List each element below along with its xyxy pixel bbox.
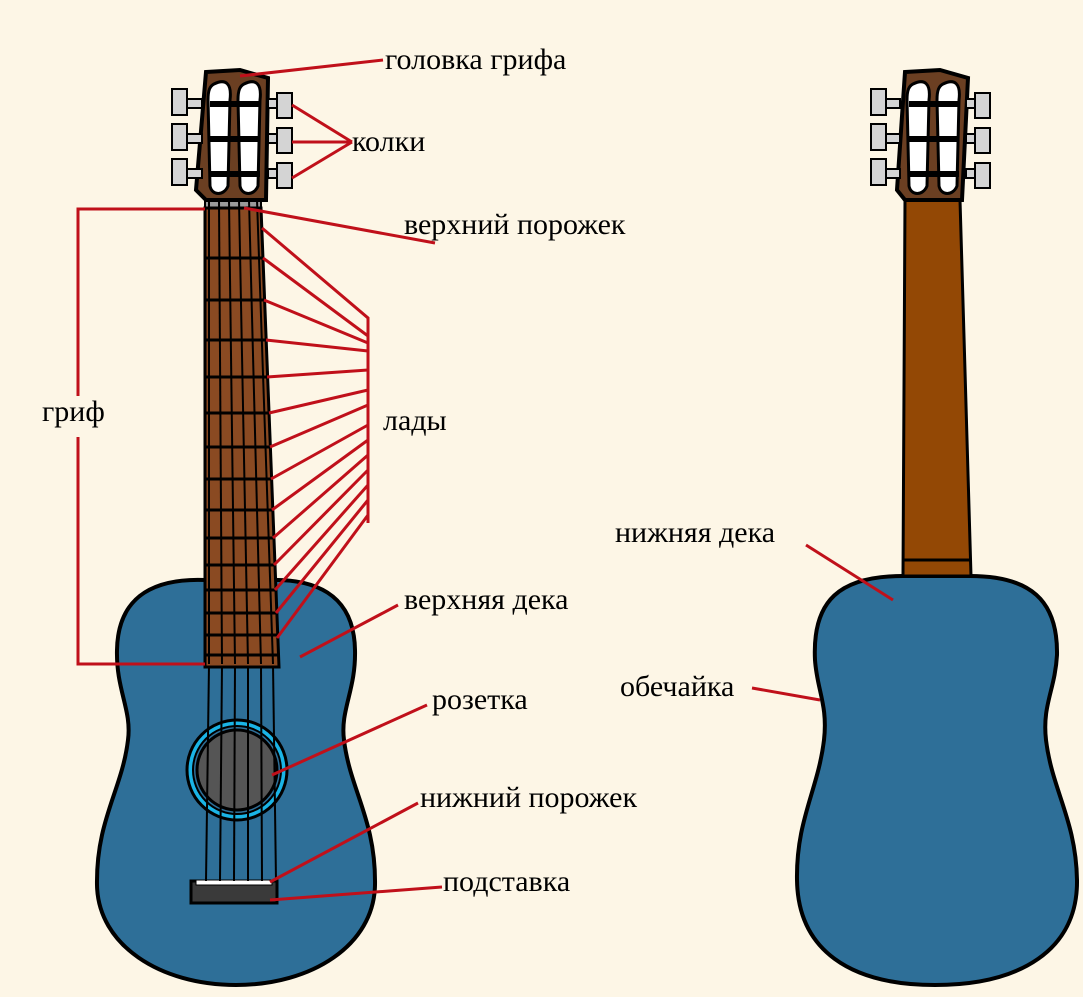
peg-rollers [210,101,260,177]
fretboard [203,206,281,669]
leader-rosette [271,703,428,777]
label-rosette: розетка [432,683,528,716]
label-saddle: нижний порожек [420,781,637,814]
leader-neck-bracket [76,207,205,396]
label-nut: верхний порожек [404,208,626,241]
back-guitar [794,67,1080,988]
back-neck [901,198,973,578]
frets [205,256,278,657]
label-headstock: головка грифа [385,43,566,76]
leader-peg-3 [291,140,353,180]
label-sides: обечайка [620,670,734,703]
tuning-pegs-back [870,88,991,189]
label-neck: гриф [42,395,105,428]
leader-peg-1 [291,103,353,144]
labels: головка грифа колки верхний порожек гриф… [42,43,775,898]
front-guitar [94,67,378,988]
back-body [794,574,1080,988]
label-top-soundboard: верхняя дека [404,583,568,616]
label-frets: лады [383,404,447,437]
label-back: нижняя дека [615,516,775,549]
back-peg-rollers [909,101,959,177]
leader-top [299,603,399,659]
strings-upper [208,199,274,665]
leader-saddle [269,801,419,884]
leader-nut [243,206,436,245]
tuning-pegs-front [171,88,293,189]
soundhole [195,728,279,812]
leader-headstock [239,58,384,78]
label-bridge: подставка [443,865,570,898]
label-tuning-pegs: колки [352,125,425,158]
leader-neck-bracket-lower [76,437,205,666]
leader-frets-bracket [261,226,370,523]
leader-back [805,543,894,602]
leader-lines [76,58,894,902]
leader-sides [751,686,821,702]
leader-bridge [269,885,443,902]
